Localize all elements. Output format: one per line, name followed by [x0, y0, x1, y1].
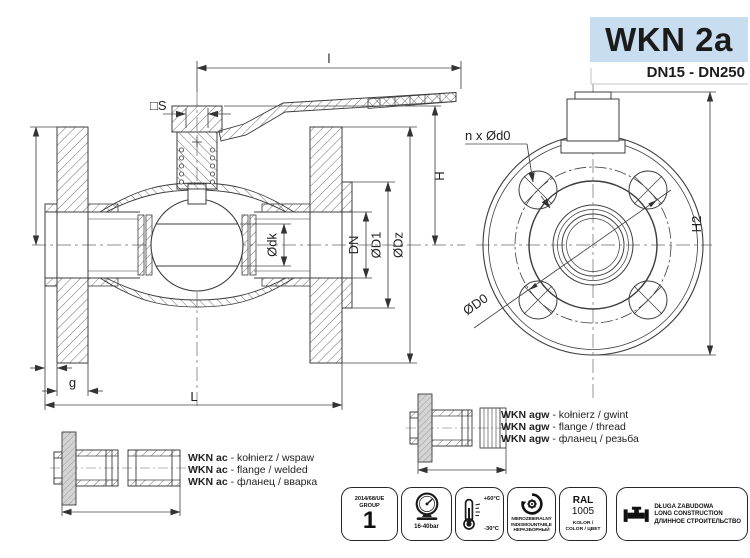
dim-label-s: □S — [150, 98, 167, 113]
front-dimension-lines — [465, 91, 716, 356]
valve-silhouette-icon — [623, 506, 649, 522]
badge-row: 2014/68/UE GROUP 1 16-40bar +60°C -30°C — [341, 487, 748, 541]
model-title: WKN 2a — [605, 20, 733, 58]
dim-label-DN: DN — [346, 236, 361, 255]
color-label: KOLOR / — [572, 520, 594, 526]
variant-agw-line: WKN agw - kołnierz / gwint — [501, 409, 629, 421]
construction-label: ДЛИННОЕ СТРОИТЕЛЬСТВО — [654, 517, 741, 525]
directive-group-label: GROUP — [359, 502, 380, 509]
title-block: WKN 2a — [590, 17, 748, 62]
variant-agw-drawing — [406, 393, 514, 474]
thermometer-icon — [463, 498, 481, 530]
pressure-gauge-icon — [415, 492, 438, 521]
pressure-range-label: 16-40bar — [414, 524, 439, 530]
ral-code: 1005 — [571, 505, 595, 517]
directive-group-value: 1 — [362, 506, 377, 534]
dim-label-L: L — [190, 389, 197, 404]
temperature-min: -30°C — [484, 526, 499, 532]
temperature-badge: +60°C -30°C — [455, 487, 504, 541]
handle-lever — [218, 92, 457, 142]
recycle-gear-icon — [520, 493, 543, 515]
dim-label-D1: ØD1 — [369, 232, 384, 259]
dim-label-D0: ØD0 — [460, 291, 491, 319]
temperature-max: +60°C — [483, 496, 500, 502]
indismountable-label: INDISMOUNTABLE — [511, 521, 552, 527]
variant-ac-line: WKN ac - flange / welded — [188, 464, 308, 476]
variant-agw-line: WKN agw - flange / thread — [501, 421, 626, 433]
dim-label-bolt-holes: n x Ød0 — [465, 128, 511, 143]
variant-ac-text: WKN ac - kołnierz / wspaw WKN ac - flang… — [188, 452, 317, 488]
variant-agw-line: WKN agw - фланец / резьба — [501, 433, 639, 445]
variant-agw-text: WKN agw - kołnierz / gwint WKN agw - fla… — [501, 409, 639, 445]
indismountable-label: НЕРАЗБОРНЫЙ — [513, 527, 550, 533]
indismountable-label: NIEROZBIERALNY — [511, 516, 552, 521]
front-flange-view: n x Ød0 ØD0 H2 — [460, 84, 716, 402]
dimension-lines — [30, 61, 462, 410]
size-range: DN15 - DN250 — [646, 64, 745, 81]
bolt-holes — [518, 170, 668, 320]
color-label: COLOR / ЦВЕТ — [565, 526, 601, 532]
ball — [150, 198, 244, 292]
indismountable-badge: NIEROZBIERALNY INDISMOUNTABLE НЕРАЗБОРНЫ… — [507, 487, 556, 541]
dim-label-H: H — [432, 171, 447, 180]
color-badge: RAL 1005 KOLOR / COLOR / ЦВЕТ — [559, 487, 607, 541]
dim-label-Dz: ØDz — [391, 232, 406, 258]
dim-label-H2: H2 — [689, 216, 704, 233]
variant-ac-line: WKN ac - фланец / вварка — [188, 476, 318, 488]
pressure-badge: 16-40bar — [401, 487, 452, 541]
stem-cap — [560, 91, 626, 154]
variant-ac-line: WKN ac - kołnierz / wspaw — [188, 452, 315, 464]
dim-label-g: g — [69, 375, 76, 390]
ral-title: RAL — [572, 494, 594, 506]
dim-label-dk: Ødk — [265, 233, 280, 257]
dim-label-l: l — [328, 51, 331, 66]
variant-ac-drawing — [50, 431, 196, 516]
directive-number: 2014/68/UE — [354, 496, 385, 503]
stem — [171, 105, 223, 190]
construction-label: DŁUGA ZABUDOWA — [654, 502, 714, 510]
main-section-view: l □S H Ødk DN ØD1 ØDz g L — [30, 51, 465, 410]
directive-group-badge: 2014/68/UE GROUP 1 — [341, 487, 398, 541]
construction-label: LONG CONSTRUCTION — [654, 510, 723, 518]
construction-badge: DŁUGA ZABUDOWA LONG CONSTRUCTION ДЛИННОЕ… — [616, 487, 748, 541]
